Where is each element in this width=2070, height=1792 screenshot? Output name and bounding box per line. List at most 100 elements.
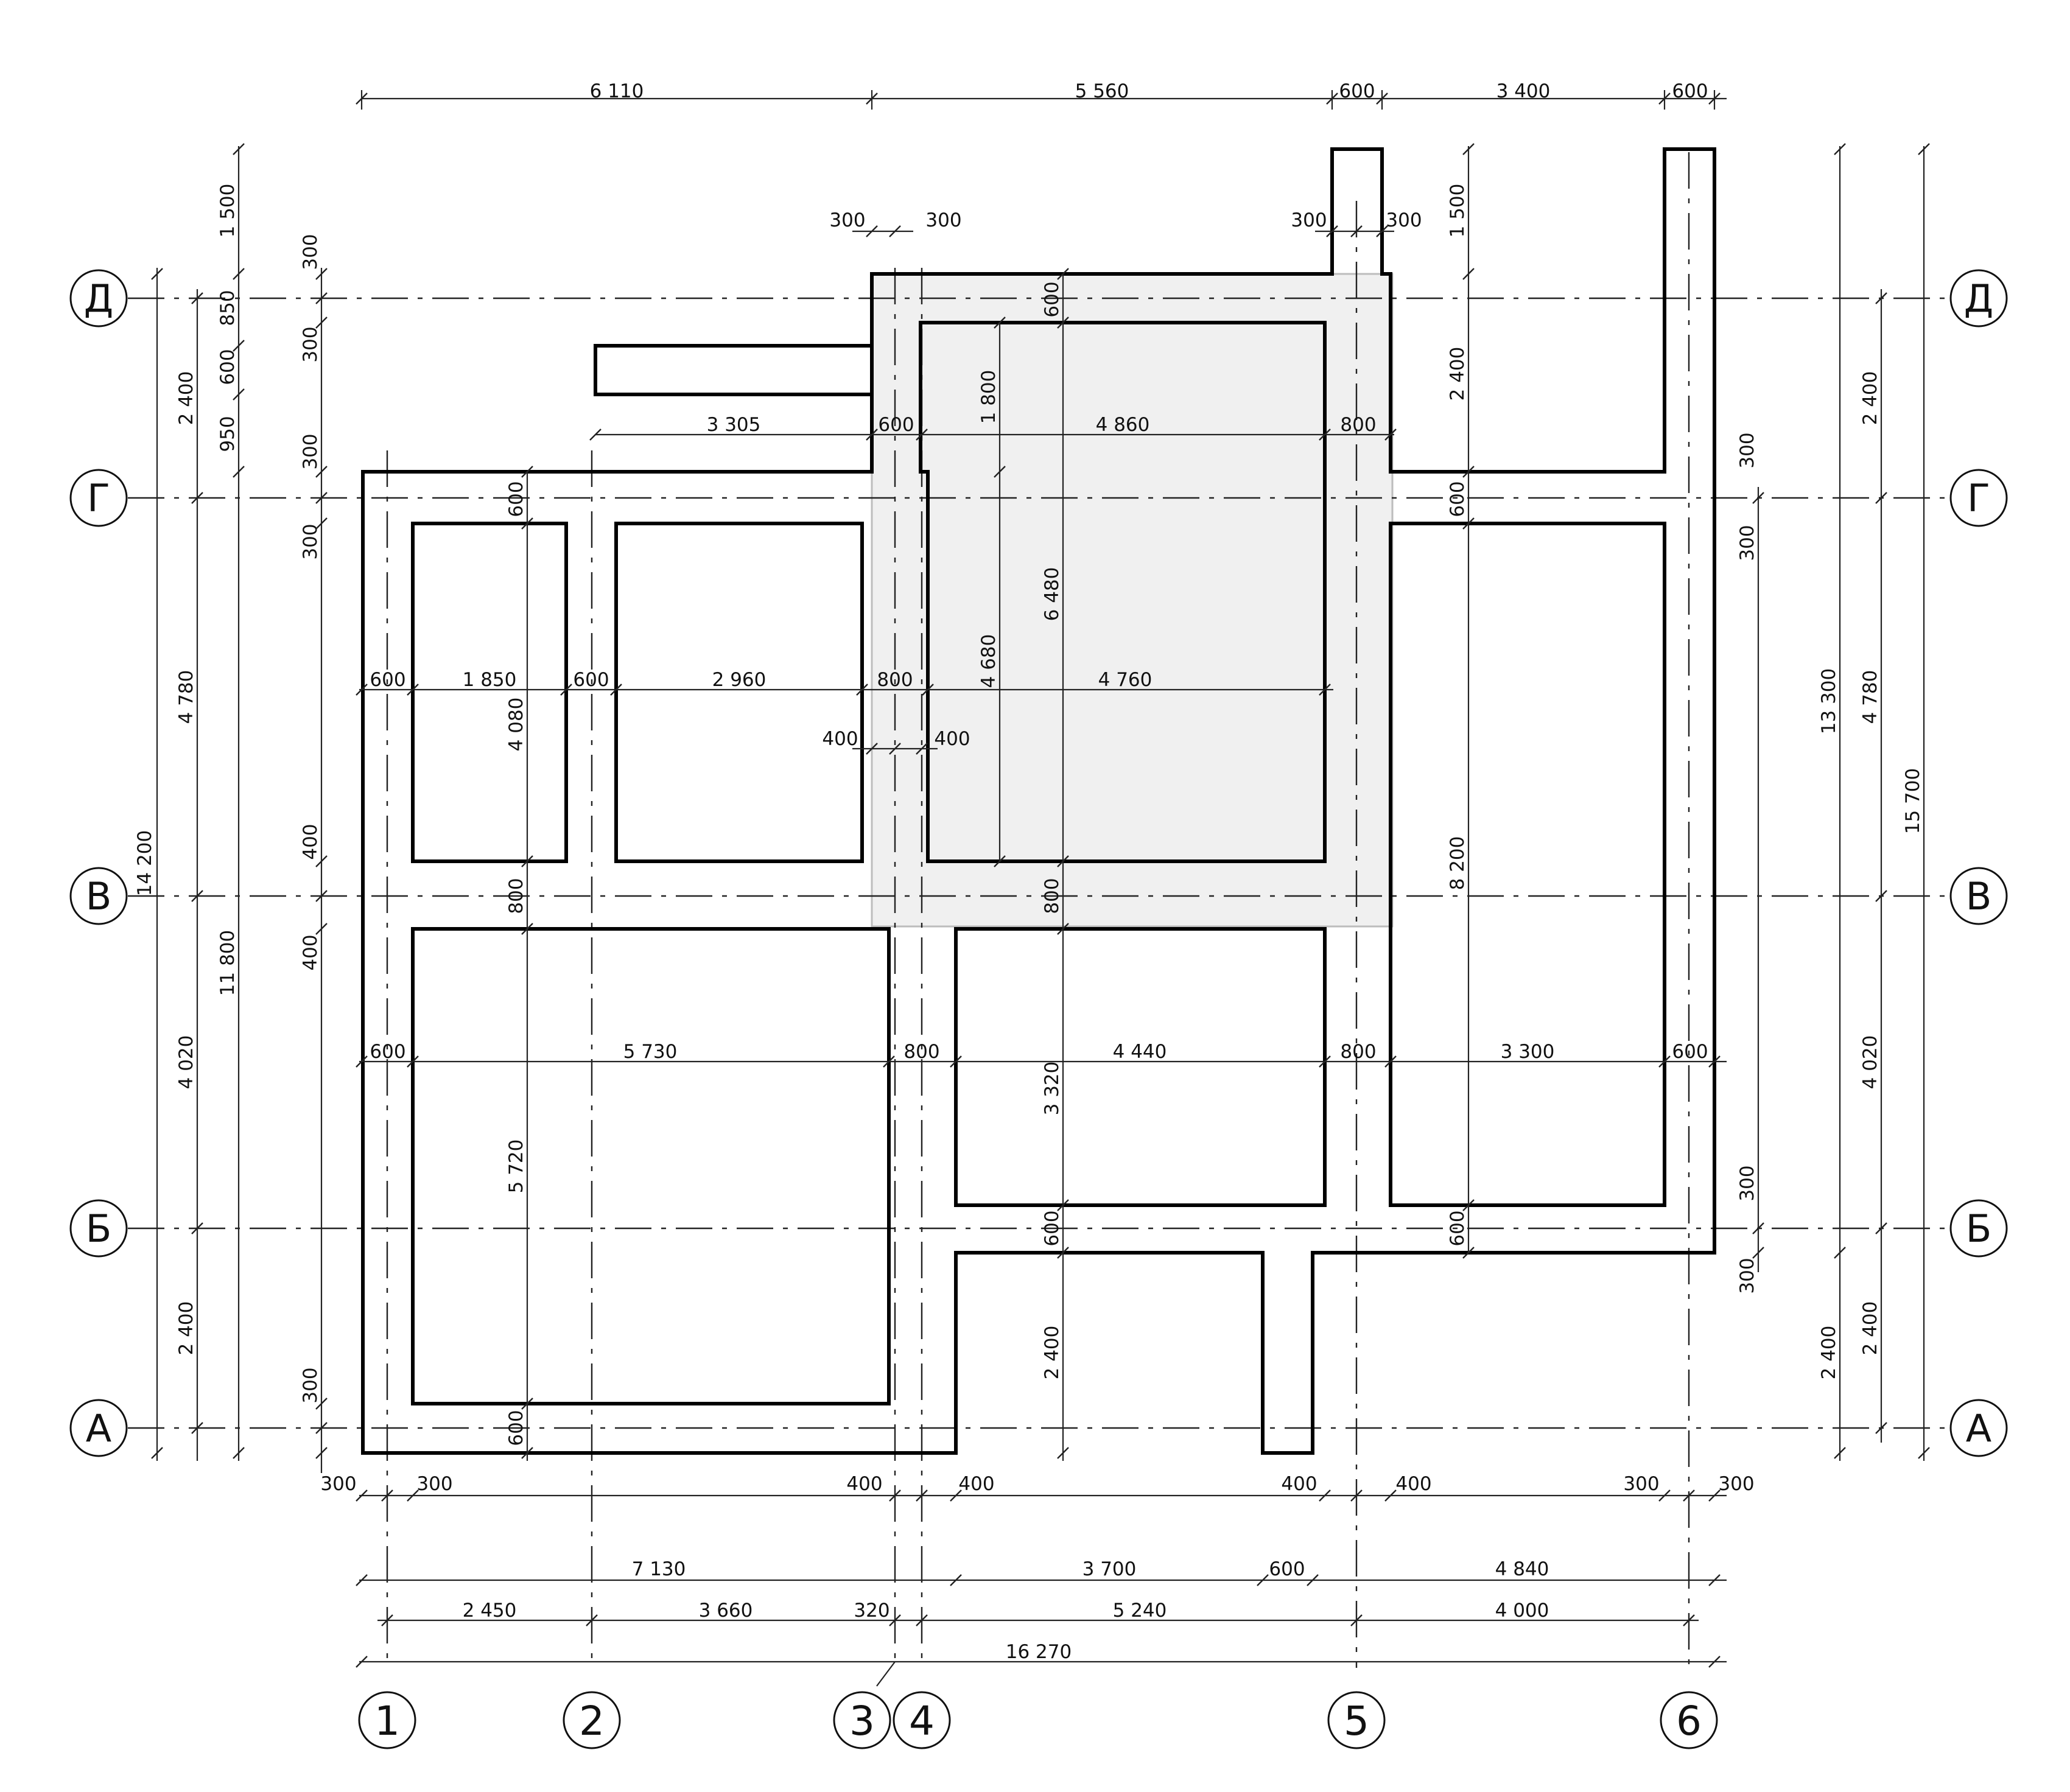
dimension-tick [191,492,203,504]
row-label-left-G: Г [87,476,110,520]
dim-mid-4760: 4 760 [1098,669,1153,691]
dimension-tick [233,340,245,352]
row-bubble-right-B [1949,1199,2008,1258]
dimension-tick [1057,317,1069,329]
row-label-right-G: Г [1967,476,1990,520]
row-label-right-V: В [1966,874,1992,919]
dim-rsmall-300c: 300 [1736,1165,1758,1201]
row-bubble-right-D [1949,269,2008,327]
column-bubble-2 [563,1691,621,1749]
dimension-tick [521,923,533,935]
dimension-tick [1462,1247,1475,1259]
dimension-tick [1384,1055,1397,1068]
dim-left-4020: 4 020 [175,1035,197,1090]
dimension-tick [356,1656,368,1668]
row-bubble-right-V [1949,867,2008,925]
dimension-tick [866,743,878,755]
cell-5 [411,927,891,1405]
dimension-tick [233,466,245,478]
dim-right-2400b: 2 400 [1859,1301,1881,1356]
dimension-tick [866,429,878,441]
dimension-tick [1319,684,1331,696]
dim-top-300d: 300 [1386,209,1422,231]
dim-vlow-3320: 3 320 [1041,1062,1063,1116]
dimension-tick [1307,1574,1319,1586]
row-axis-markers-left: Д Г В Б А [69,269,128,1457]
dimension-tick [1376,225,1388,237]
dimension-tick [1057,1247,1069,1259]
dim-bot-5240: 5 240 [1113,1600,1167,1622]
dimension-tick [922,684,934,696]
dim-vlow-8200: 8 200 [1447,836,1468,891]
dimension-tick [560,684,572,696]
dimension-tick [233,268,245,280]
dimension-tick [1658,93,1671,105]
dim-top-300a: 300 [829,209,865,231]
dim-vert-800b: 800 [1041,878,1063,914]
dim-mid-1850: 1 850 [463,669,517,691]
dimension-tick [1384,1489,1397,1502]
dim-left-14200: 14 200 [134,830,156,896]
dimension-tick [315,923,328,935]
dimension-tick [610,684,622,696]
dimension-tick [1875,890,1887,902]
column-label-2: 2 [579,1698,605,1745]
column-bubble-3 [833,1691,891,1749]
dim-vlow-600d: 600 [1447,1210,1468,1246]
dim-left-300b: 300 [300,326,321,362]
dim-vlow-600c: 600 [1447,481,1468,517]
dim-right-15700: 15 700 [1902,768,1924,834]
dimension-tick [916,429,928,441]
dimension-tick [994,317,1006,329]
dim-rsmall-300d: 300 [1736,1258,1758,1293]
dimension-tick [1708,1055,1721,1068]
dimension-tick [151,1447,163,1459]
dim-mid-2960: 2 960 [712,669,767,691]
dim-rcol-2400: 2 400 [1447,347,1468,401]
dimension-tick [1462,1199,1475,1211]
row-label-left-D: Д [84,276,113,321]
row-label-right-D: Д [1964,276,1993,321]
dimension-tick [1708,1489,1721,1502]
dim-left-4780: 4 780 [175,670,197,724]
dimension-tick [866,225,878,237]
dim-bot-600: 600 [1269,1558,1305,1580]
dim-mid-400a: 400 [822,728,858,750]
row-bubble-left-B [69,1199,128,1258]
row-label-left-B: Б [86,1206,112,1251]
dimension-tick [1834,143,1846,155]
dim-bot-400c: 400 [1281,1473,1317,1495]
dim-bot-16270: 16 270 [1006,1641,1072,1663]
dimension-tick [233,388,245,401]
dimension-tick [889,225,901,237]
column-label-3: 3 [849,1698,875,1745]
dimension-tick [1319,429,1331,441]
dim-mid-400b: 400 [934,728,970,750]
dim-bot-400a: 400 [846,1473,882,1495]
dimension-tick [356,93,368,105]
dimension-tick [233,143,245,155]
column-bubble-6 [1660,1691,1718,1749]
cell-6 [954,927,1327,1207]
dimension-tick [1462,268,1475,280]
dimension-tick [315,1447,328,1459]
dimension-tick [1875,292,1887,304]
dim-porch-3305: 3 305 [707,414,761,436]
cell-2 [614,522,864,863]
dimension-tick [586,1614,598,1626]
dimension-tick [950,1574,962,1586]
dimension-tick [407,1055,419,1068]
dim-low-3300: 3 300 [1501,1041,1555,1063]
column-bubble-1 [358,1691,416,1749]
row-bubble-left-G [69,469,128,527]
dim-top-600a: 600 [1339,80,1375,102]
dimension-tick [1708,93,1721,105]
dim-bot-300a: 300 [320,1473,356,1495]
dim-top-600b: 600 [1672,80,1708,102]
dim-vert-800a: 800 [505,878,527,914]
dim-rsmall-300a: 300 [1736,432,1758,468]
dimension-tick [1462,143,1475,155]
dim-vert-6480: 6 480 [1041,567,1063,621]
dim-bot-7130: 7 130 [632,1558,686,1580]
dimension-tick [889,1489,901,1502]
